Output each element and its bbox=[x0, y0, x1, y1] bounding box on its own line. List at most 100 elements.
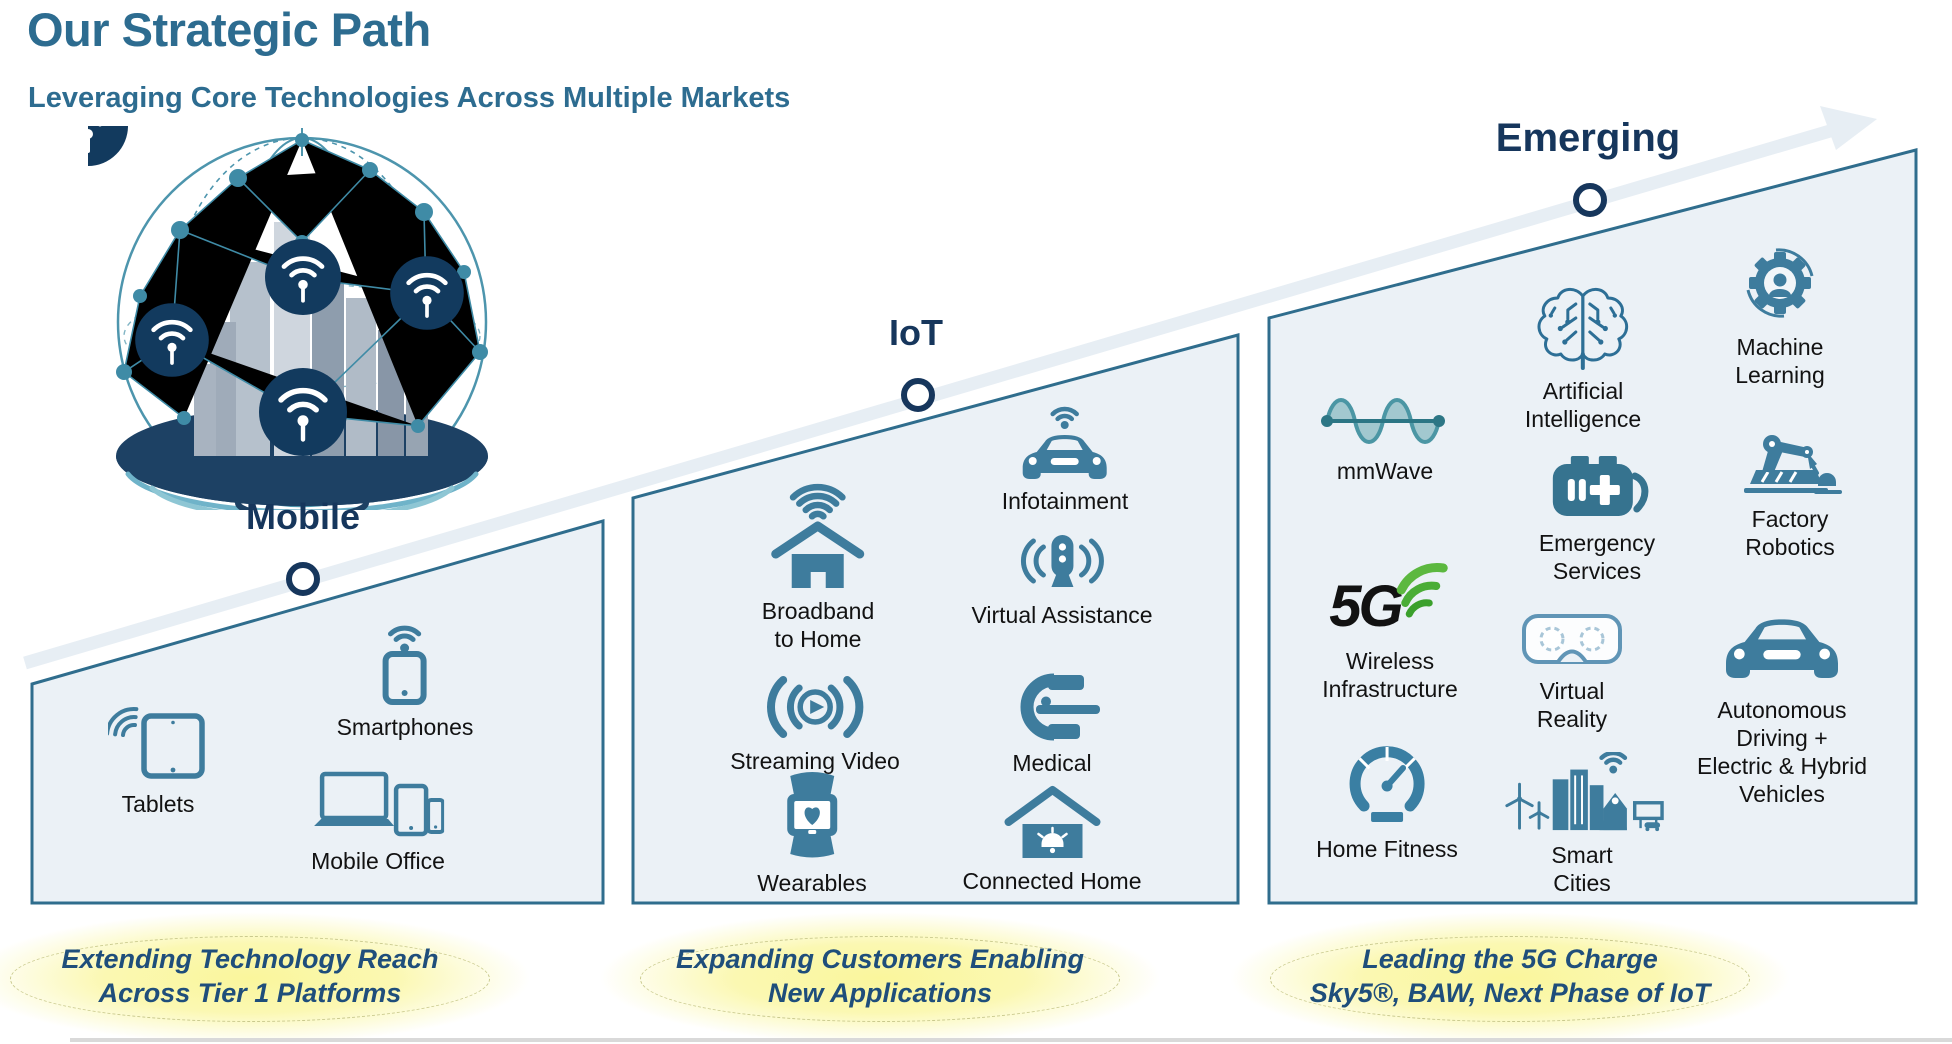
circuit-brain-icon bbox=[1537, 287, 1629, 370]
item-label-line: mmWave bbox=[1336, 458, 1434, 484]
caption-line: Across Tier 1 Platforms bbox=[98, 978, 402, 1008]
tablet-wifi-icon bbox=[108, 707, 205, 779]
item-label-line: Medical bbox=[1012, 750, 1092, 776]
item-label-line: Vehicles bbox=[1739, 781, 1825, 807]
item-label-line: Electric & Hybrid bbox=[1697, 753, 1867, 779]
item-virtual-assistance: Virtual Assistance bbox=[971, 530, 1153, 629]
item-tablets: Tablets bbox=[108, 702, 208, 818]
panel-mobile bbox=[30, 519, 605, 905]
caption-mobile: Extending Technology Reach Across Tier 1… bbox=[0, 912, 570, 1044]
smartphone-wifi-icon bbox=[383, 625, 427, 705]
item-label-line: Mobile Office bbox=[311, 848, 445, 874]
caption-text: Leading the 5G Charge Sky5®, BAW, Next P… bbox=[1190, 942, 1830, 1010]
section-label-mobile: Mobile bbox=[246, 496, 360, 537]
caption-text: Extending Technology Reach Across Tier 1… bbox=[0, 942, 570, 1010]
item-medical: Medical bbox=[996, 672, 1108, 777]
item-label-line: Driving + bbox=[1736, 725, 1828, 751]
caption-text: Expanding Customers Enabling New Applica… bbox=[560, 942, 1200, 1010]
item-label-line: Autonomous bbox=[1717, 697, 1847, 723]
item-label-line: Reality bbox=[1536, 706, 1608, 732]
page-bottom-divider bbox=[70, 1038, 1952, 1042]
panel-iot bbox=[631, 333, 1240, 905]
fiveg-logo-text: 5G bbox=[1329, 574, 1402, 632]
item-label-line: Learning bbox=[1735, 362, 1825, 388]
smart-speaker-icon bbox=[1020, 535, 1104, 587]
mri-scanner-icon bbox=[1020, 673, 1100, 741]
item-label-line: Intelligence bbox=[1524, 406, 1642, 432]
play-broadcast-icon bbox=[766, 676, 864, 738]
caption-oval bbox=[1270, 936, 1750, 1022]
caption-line: Extending Technology Reach bbox=[61, 944, 439, 974]
gear-person-icon bbox=[1746, 248, 1814, 318]
wifi-badge-icon bbox=[265, 239, 341, 315]
fiveg-logo: 5G bbox=[1329, 563, 1448, 632]
caption-line: Leading the 5G Charge bbox=[1362, 944, 1658, 974]
item-label-line: Infotainment bbox=[1001, 488, 1129, 514]
item-label-line: Connected Home bbox=[962, 868, 1142, 894]
wifi-badge-icon bbox=[259, 368, 347, 456]
gauge-icon bbox=[1349, 746, 1425, 822]
robot-arm-icon bbox=[1744, 435, 1842, 494]
item-autonomous: Autonomous Driving + Electric & Hybrid V… bbox=[1657, 614, 1907, 808]
item-infotainment: Infotainment bbox=[1001, 404, 1129, 515]
item-mmwave: mmWave bbox=[1315, 392, 1455, 485]
item-label-line: Emergency bbox=[1538, 530, 1656, 556]
sine-wave-icon bbox=[1321, 398, 1445, 444]
milestone-marker-mobile bbox=[286, 562, 320, 596]
item-label-line: to Home bbox=[774, 626, 862, 652]
item-label-line: Artificial bbox=[1542, 378, 1624, 404]
caption-oval bbox=[10, 936, 490, 1022]
item-label-line: Wearables bbox=[757, 870, 867, 896]
item-label-line: Smartphones bbox=[336, 714, 474, 740]
item-ai: Artificial Intelligence bbox=[1525, 282, 1641, 433]
caption-iot: Expanding Customers Enabling New Applica… bbox=[560, 912, 1200, 1044]
item-ml: Machine Learning bbox=[1734, 240, 1826, 389]
house-wifi-icon bbox=[771, 483, 865, 588]
item-label-line: Broadband bbox=[761, 598, 875, 624]
smartwatch-heart-icon bbox=[787, 772, 837, 858]
section-label-iot: IoT bbox=[889, 312, 943, 353]
item-streaming-video: Streaming Video bbox=[730, 674, 900, 775]
caption-line: New Applications bbox=[767, 978, 993, 1008]
item-vr: Virtual Reality bbox=[1516, 608, 1628, 733]
section-label-emerging: Emerging bbox=[1495, 116, 1681, 160]
item-label-line: Tablets bbox=[121, 791, 195, 817]
item-label-line: Robotics bbox=[1745, 534, 1835, 560]
item-factory: Factory Robotics bbox=[1734, 420, 1846, 561]
growth-arrow-head bbox=[1820, 106, 1877, 150]
wifi-badge-icon bbox=[135, 303, 209, 377]
car-wifi-icon bbox=[1023, 406, 1107, 479]
item-wireless-infra: 5G Wireless Infrastructure bbox=[1322, 552, 1458, 703]
caption-line: Sky5®, BAW, Next Phase of IoT bbox=[1309, 978, 1711, 1008]
laptop-devices-icon bbox=[314, 771, 444, 837]
item-label-line: Home Fitness bbox=[1316, 836, 1458, 862]
smart-city-icon bbox=[1505, 752, 1664, 832]
item-smartphones: Smartphones bbox=[336, 618, 474, 741]
panel-emerging bbox=[1267, 148, 1918, 905]
item-label-line: Virtual Assistance bbox=[971, 602, 1153, 628]
item-label-line: Infrastructure bbox=[1322, 676, 1458, 702]
item-connected-home: Connected Home bbox=[963, 780, 1142, 895]
caption-oval bbox=[640, 936, 1120, 1022]
item-home-fitness: Home Fitness bbox=[1316, 744, 1458, 863]
first-aid-kit-icon bbox=[1552, 456, 1649, 516]
wifi-badge-icon bbox=[390, 256, 464, 330]
globe-network-graphic bbox=[88, 126, 512, 510]
item-label-line: Cities bbox=[1553, 870, 1611, 896]
caption-line: Expanding Customers Enabling bbox=[675, 944, 1085, 974]
item-emergency: Emergency Services bbox=[1539, 448, 1655, 585]
page-subtitle: Leveraging Core Technologies Across Mult… bbox=[28, 82, 791, 114]
item-label-line: Services bbox=[1552, 558, 1642, 584]
caption-emerging: Leading the 5G Charge Sky5®, BAW, Next P… bbox=[1190, 912, 1830, 1044]
item-label-line: Virtual bbox=[1539, 678, 1605, 704]
item-label-line: Wireless bbox=[1345, 648, 1435, 674]
milestone-marker-emerging bbox=[1573, 183, 1607, 217]
item-label-line: Factory bbox=[1751, 506, 1829, 532]
item-wearables: Wearables bbox=[757, 768, 867, 897]
item-broadband: Broadband to Home bbox=[761, 482, 875, 653]
milestone-marker-iot bbox=[901, 378, 935, 412]
item-smart-cities: Smart Cities bbox=[1494, 752, 1670, 897]
house-alarm-icon bbox=[1004, 786, 1100, 858]
